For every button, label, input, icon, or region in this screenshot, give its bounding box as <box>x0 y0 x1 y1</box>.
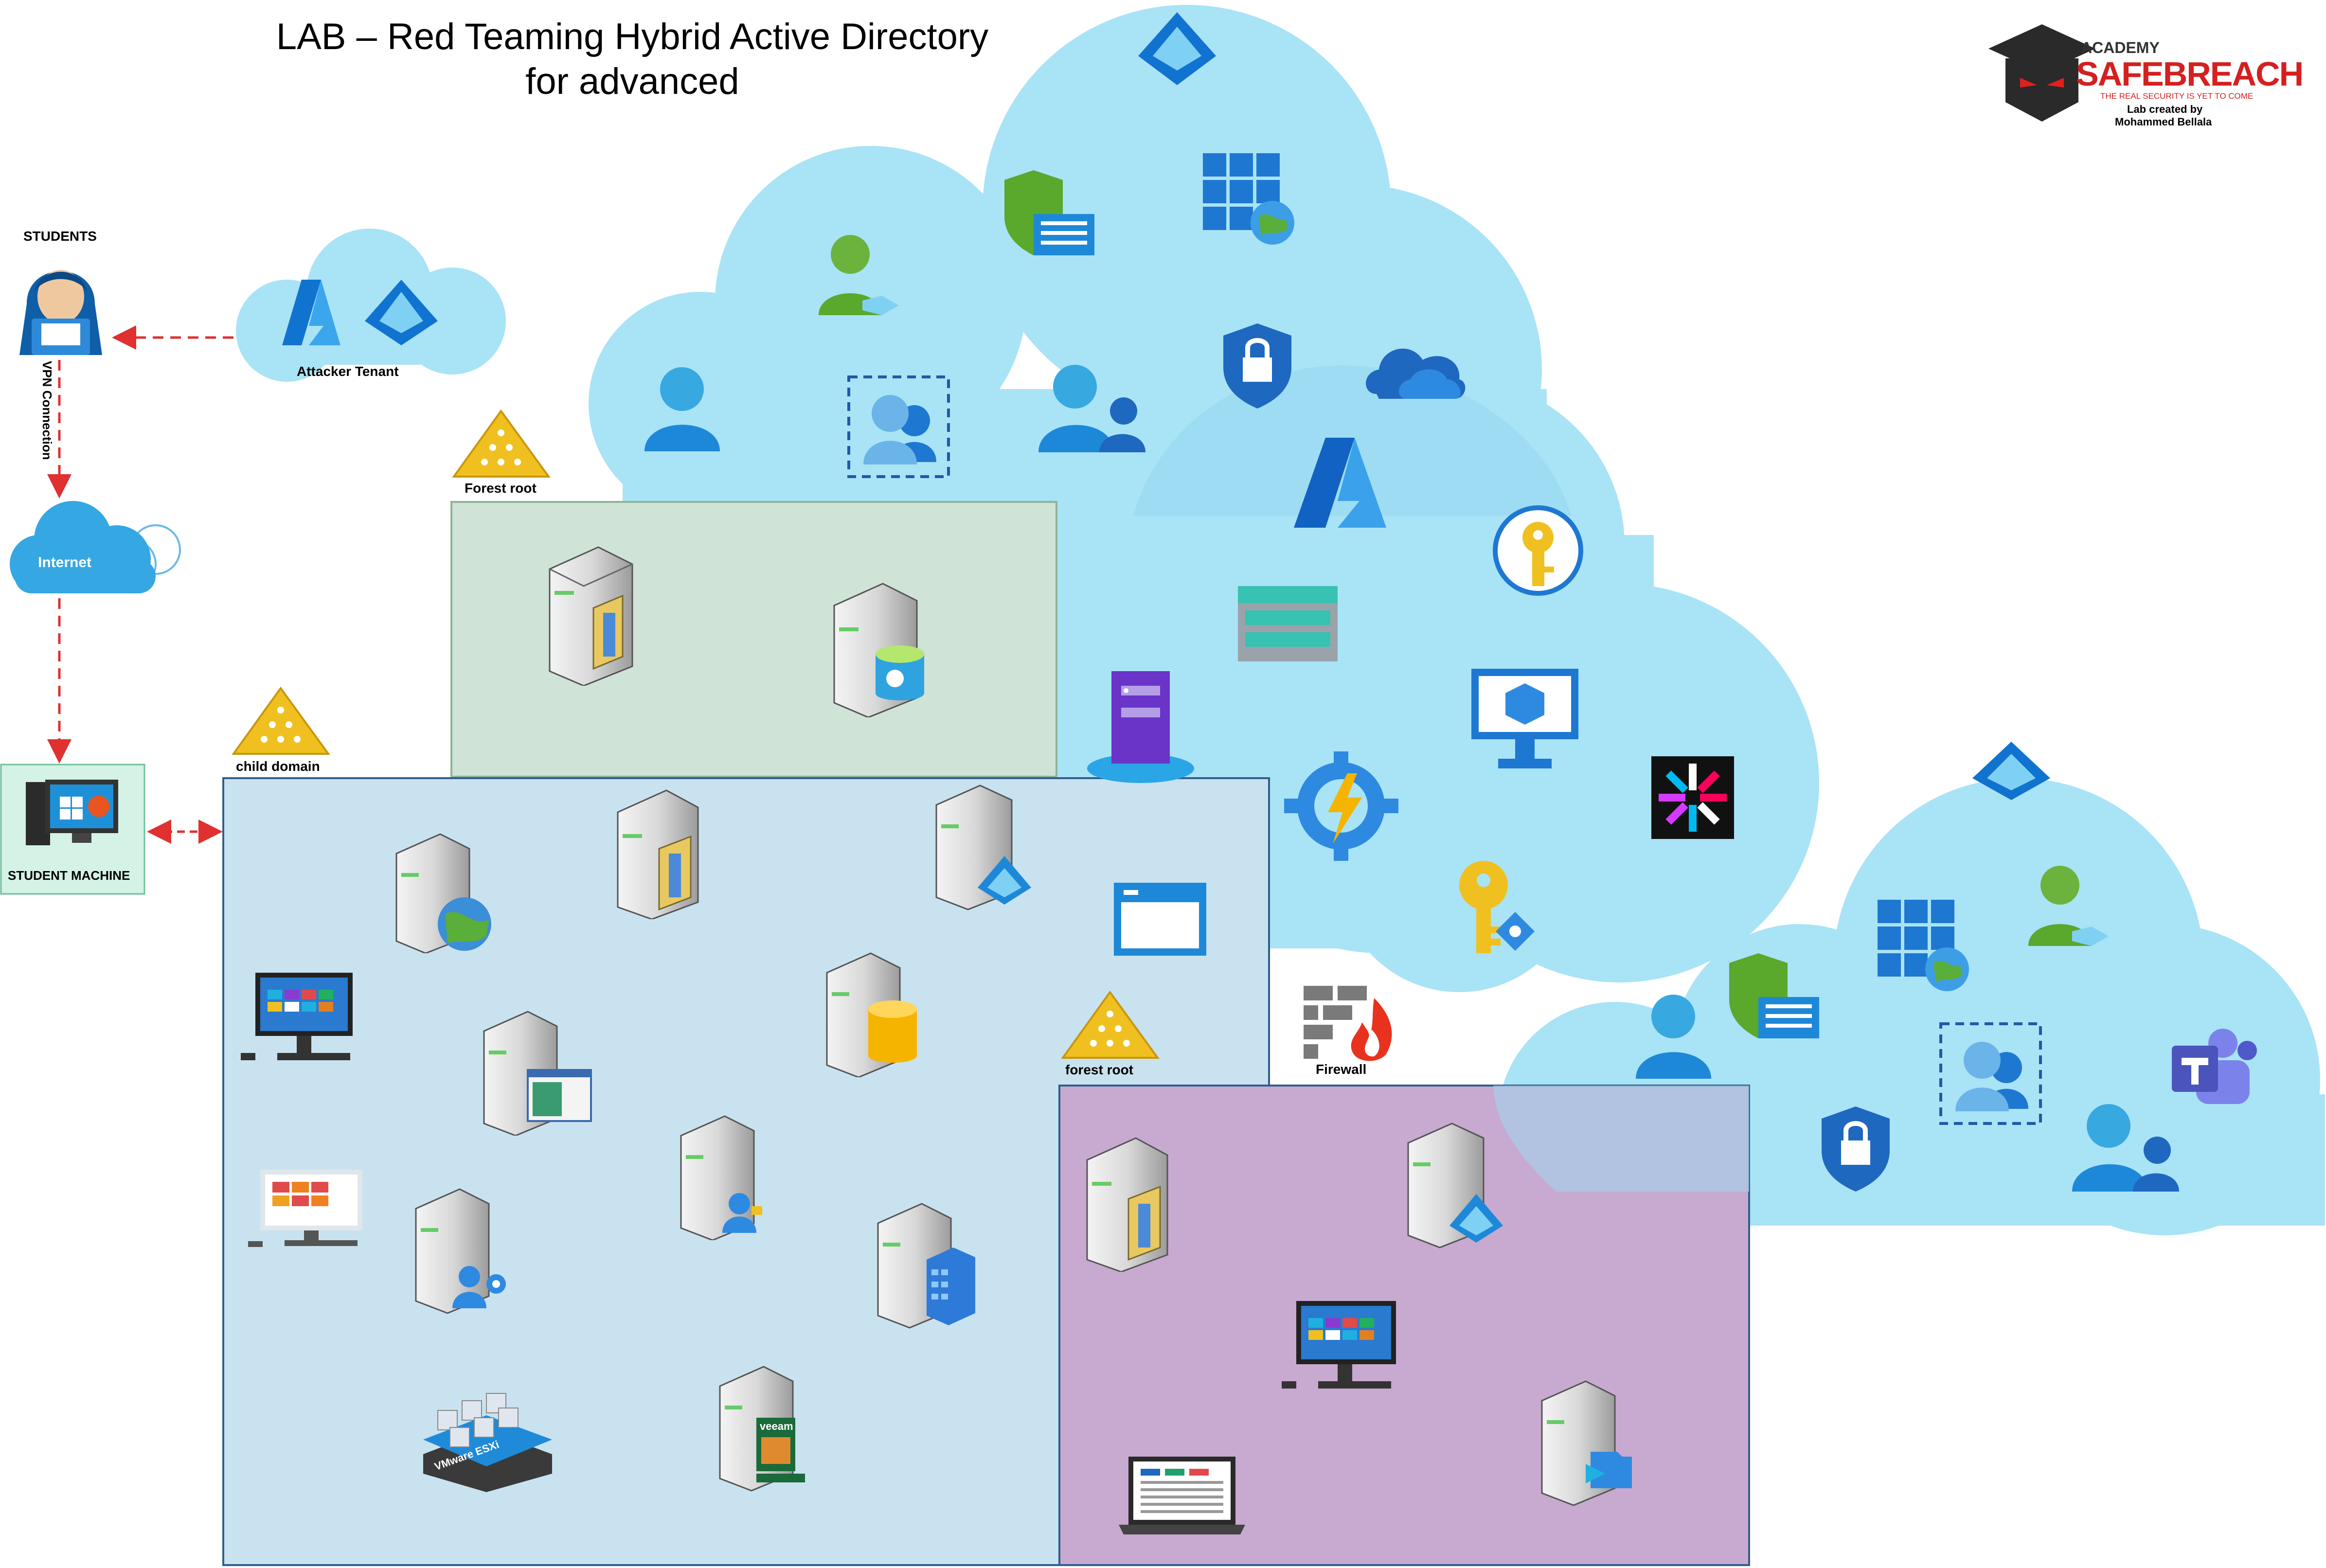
user-icon <box>1633 992 1714 1080</box>
page-title: LAB – Red Teaming Hybrid Active Director… <box>204 15 1060 104</box>
forest-root-label: Forest root <box>465 481 537 496</box>
database-server-icon <box>829 581 927 718</box>
file-share-server-icon <box>1537 1379 1634 1508</box>
logo-credit-2: Mohammed Bellala <box>2115 116 2212 128</box>
user-icon <box>642 365 722 452</box>
defender-shield-icon <box>1000 168 1097 258</box>
logo-tagline: THE REAL SECURITY IS YET TO COME <box>2100 91 2254 101</box>
second-forest-pyramid-icon <box>1060 990 1160 1062</box>
hacker-icon <box>12 246 109 357</box>
workstation-icon <box>238 970 355 1065</box>
cloud-overlap <box>1493 1086 1749 1192</box>
users-icon <box>2070 1102 2182 1194</box>
azure-ad-connect-server-icon <box>1403 1121 1505 1250</box>
apps-grid-icon <box>1875 897 1972 995</box>
file-server-icon <box>613 788 710 920</box>
entra-id-icon <box>360 277 443 348</box>
guest-user-icon <box>816 232 904 320</box>
jwt-icon <box>1651 756 1734 839</box>
azure-logo-icon <box>1291 435 1389 530</box>
sql-server-icon <box>822 951 919 1078</box>
key-vault-icon <box>1491 503 1586 598</box>
child-domain-label: child domain <box>236 759 320 774</box>
firewall-label: Firewall <box>1316 1062 1367 1077</box>
web-server-icon <box>392 832 494 954</box>
conditional-access-icon <box>1819 1104 1892 1194</box>
forest-root-zone <box>450 501 1057 778</box>
internet-label: Internet <box>38 554 92 570</box>
vmware-esxi-icon: VMware ESXi <box>418 1381 555 1493</box>
group-dashed-icon <box>846 374 951 479</box>
safebreach-logo: ACADEMY SAFEBREACH THE REAL SECURITY IS … <box>1979 19 2319 136</box>
apps-grid-icon <box>1200 151 1298 248</box>
azure-ad-connect-server-icon <box>931 783 1034 912</box>
logo-credit-1: Lab created by <box>2127 103 2203 115</box>
group-dashed-icon <box>1938 1021 2043 1126</box>
second-forest-root-label: forest root <box>1065 1062 1133 1077</box>
veeam-label: veeam <box>760 1420 793 1432</box>
attacker-tenant-label: Attacker Tenant <box>297 364 399 379</box>
teams-icon <box>2169 1026 2257 1106</box>
defender-shield-icon <box>1724 951 1822 1041</box>
firewall-icon <box>1301 983 1401 1064</box>
title-line-1: LAB – Red Teaming Hybrid Active Director… <box>276 16 989 57</box>
laptop-dashboard-icon <box>1119 1454 1245 1537</box>
file-server-icon <box>1082 1136 1180 1273</box>
azure-logo-icon <box>280 277 343 348</box>
app-window-icon <box>1111 880 1209 958</box>
workstation-icon <box>246 1167 362 1250</box>
entra-id-icon <box>1133 10 1221 88</box>
automation-gear-icon <box>1284 751 1398 861</box>
internet-cloud <box>10 501 181 593</box>
storage-icon <box>1235 584 1340 664</box>
app-registration-key-icon <box>1452 858 1537 958</box>
entra-id-icon <box>1968 739 2055 802</box>
vpn-label: VPN Connection <box>40 361 54 460</box>
onedrive-icon <box>1362 336 1469 404</box>
student-machine-label: STUDENT MACHINE <box>8 868 130 883</box>
title-line-2: for advanced <box>525 61 739 102</box>
veeam-server-icon: veeam <box>715 1364 812 1493</box>
logo-academy: ACADEMY <box>2081 39 2160 56</box>
file-server-icon <box>545 545 642 687</box>
app-server-icon <box>479 1009 596 1137</box>
user-management-server-icon <box>676 1114 773 1241</box>
server-stack-icon <box>1085 669 1197 785</box>
virtual-machine-icon <box>1469 666 1581 771</box>
conditional-access-icon <box>1221 321 1294 411</box>
child-domain-pyramid-icon <box>231 686 331 758</box>
students-label: STUDENTS <box>23 229 97 244</box>
logo-brand: SAFEBREACH <box>2076 55 2304 93</box>
forest-root-pyramid-icon <box>451 409 551 481</box>
student-pc-icon <box>23 777 125 850</box>
guest-user-icon <box>2026 863 2113 951</box>
admin-server-icon <box>411 1187 513 1316</box>
users-icon <box>1036 362 1148 455</box>
datacenter-server-icon <box>873 1201 980 1333</box>
workstation-icon <box>1279 1299 1398 1393</box>
